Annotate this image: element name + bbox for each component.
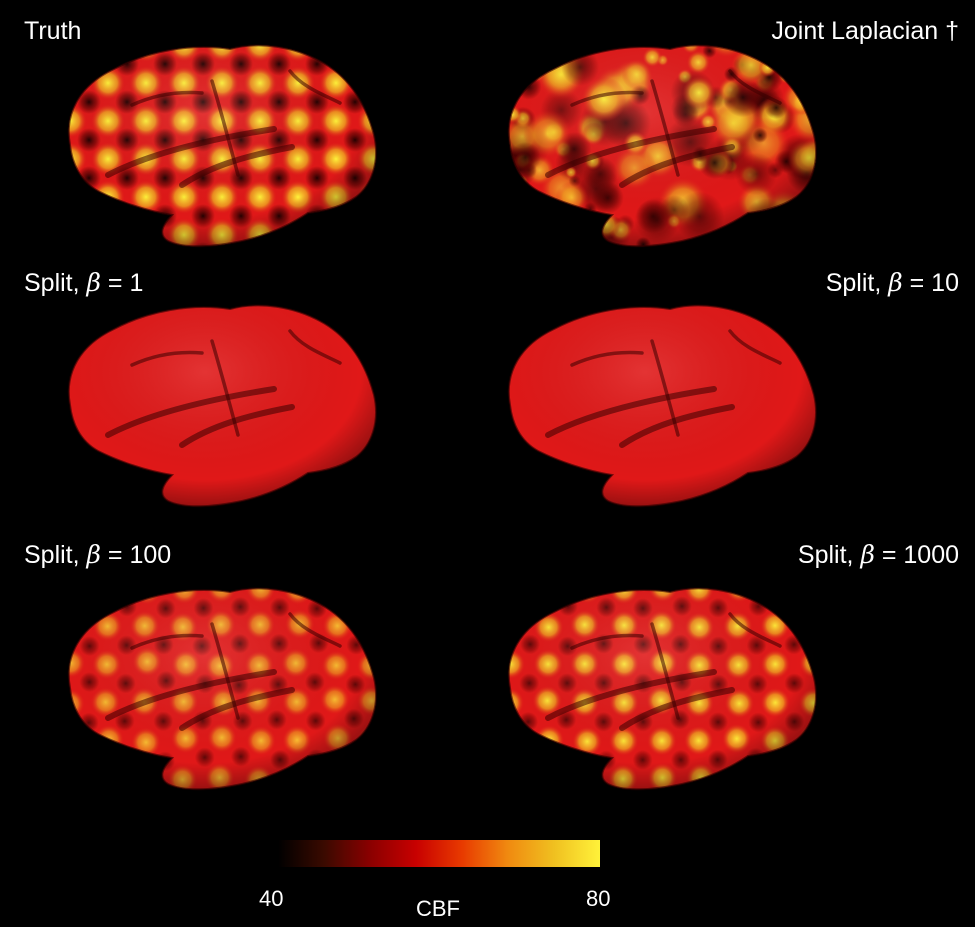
brain-render-truth	[62, 35, 380, 255]
panel-title-joint-laplacian: Joint Laplacian †	[771, 17, 959, 45]
colorbar-title: CBF	[416, 896, 460, 921]
brain-render-joint-laplacian	[502, 35, 820, 255]
brain-render-split-beta-1000	[502, 578, 820, 798]
panel-title-split-beta-100: Split, β = 100	[24, 540, 172, 569]
panel-title-split-beta-10: Split, β = 10	[825, 268, 959, 297]
panel-title-split-beta-1: Split, β = 1	[24, 268, 144, 297]
panel-title-split-beta-1000: Split, β = 1000	[797, 540, 959, 569]
brain-render-split-beta-100	[62, 578, 380, 798]
colorbar	[278, 840, 600, 867]
panel-title-truth: Truth	[24, 17, 82, 45]
brain-render-split-beta-10	[502, 295, 820, 515]
brain-render-split-beta-1	[62, 295, 380, 515]
colorbar-max-label: 80	[586, 886, 611, 911]
colorbar-min-label: 40	[259, 886, 284, 911]
